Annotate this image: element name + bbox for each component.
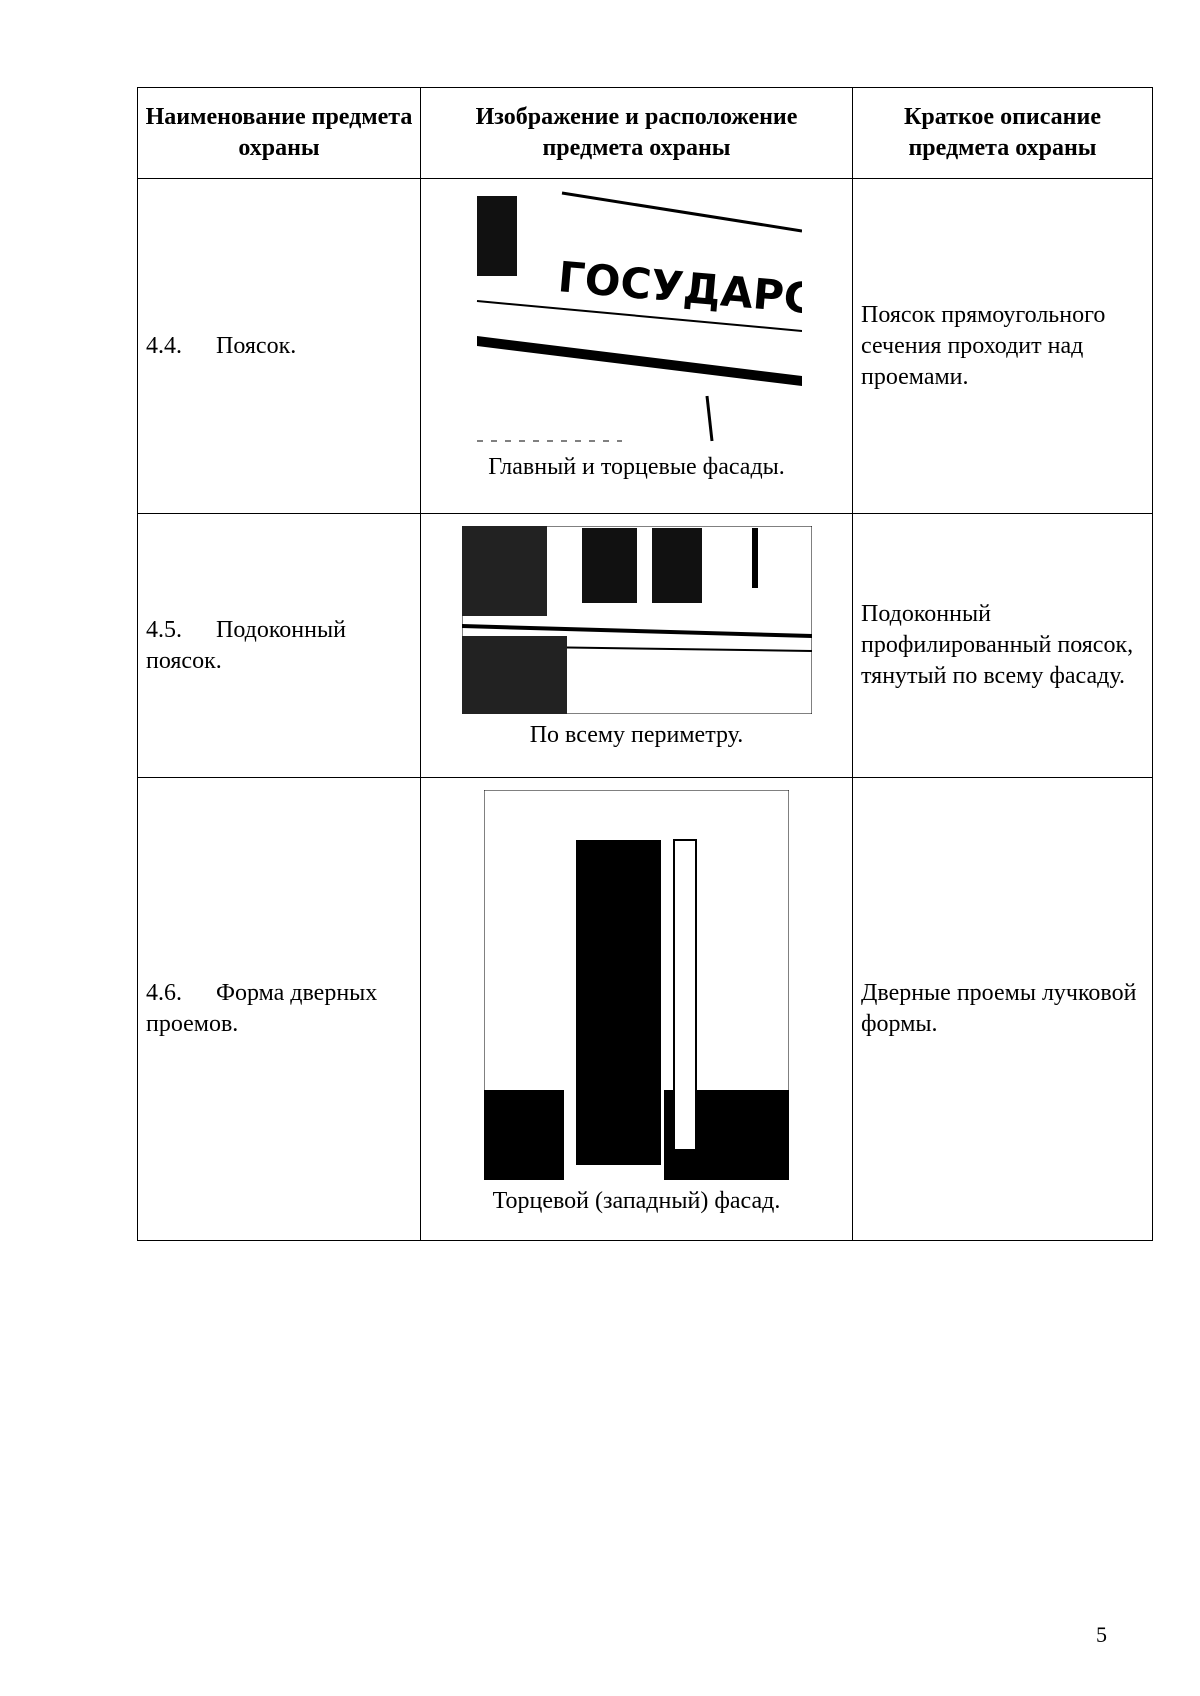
item-name-cell: 4.5.Подоконный поясок. <box>137 513 421 778</box>
item-name: Форма дверных проемов. <box>146 980 378 1037</box>
image-caption: По всему периметру. <box>529 722 744 748</box>
header-description: Краткое описание предмета охраны <box>852 87 1153 179</box>
table-row: 4.5.Подоконный поясок. По всему периметр… <box>137 513 1153 778</box>
table-row: 4.6.Форма дверных проемов. Торцевой (зап… <box>137 777 1153 1241</box>
item-number: 4.5. <box>146 616 182 643</box>
item-description: Поясок прямоугольного сечения проходит н… <box>852 178 1153 514</box>
item-image-cell: По всему периметру. <box>420 513 853 778</box>
protection-items-table: Наименование предмета охраны Изображение… <box>137 87 1153 1241</box>
header-name: Наименование предмета охраны <box>137 87 421 179</box>
photo-sill-belt <box>461 526 812 714</box>
photo-belt: ГОСУДАРСТВЕНН <box>471 191 802 446</box>
item-number: 4.4. <box>146 332 182 359</box>
item-name: Подоконный поясок. <box>146 616 346 674</box>
image-caption: Торцевой (западный) фасад. <box>492 1188 781 1214</box>
table-row: 4.4. Поясок. ГОСУДАРСТВЕНН Главный и торц… <box>137 178 1153 514</box>
item-name-cell: 4.6.Форма дверных проемов. <box>137 777 421 1241</box>
item-name-cell: 4.4. Поясок. <box>137 178 421 514</box>
item-image-cell: ГОСУДАРСТВЕНН Главный и торцевые фасады. <box>420 178 853 514</box>
item-number: 4.6. <box>146 980 182 1006</box>
item-name: Поясок. <box>216 332 297 359</box>
header-image: Изображение и расположение предмета охра… <box>420 87 853 179</box>
item-image-cell: Торцевой (западный) фасад. <box>420 777 853 1241</box>
page-number: 5 <box>1096 1622 1107 1647</box>
image-caption: Главный и торцевые фасады. <box>488 454 785 480</box>
item-description: Дверные проемы лучковой формы. <box>852 777 1153 1241</box>
item-description: Подоконный профилированный поясок, тянут… <box>852 513 1153 778</box>
photo-door <box>484 790 789 1180</box>
table-header-row: Наименование предмета охраны Изображение… <box>137 87 1153 179</box>
